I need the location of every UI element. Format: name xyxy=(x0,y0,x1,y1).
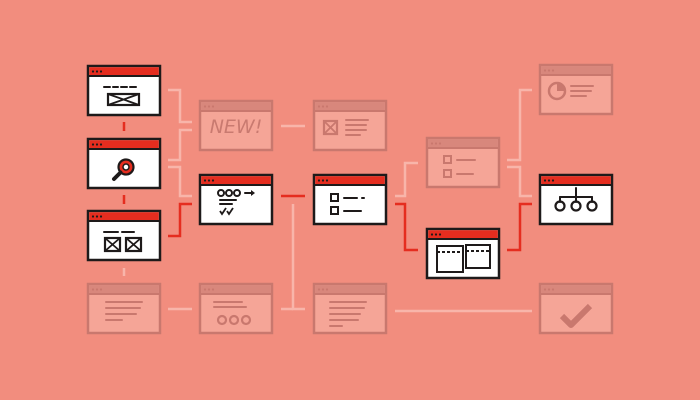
flow-window xyxy=(198,173,274,226)
checklist-window xyxy=(312,173,388,226)
wireframe-window xyxy=(86,64,162,117)
columns-window xyxy=(425,227,501,280)
faded-checklist-window xyxy=(425,136,501,189)
article-window xyxy=(312,99,388,152)
active-connectors xyxy=(122,122,532,252)
done-window xyxy=(538,282,614,335)
document-window xyxy=(312,282,388,335)
compare-window xyxy=(86,209,162,262)
faded-connectors xyxy=(122,88,532,313)
steps-window xyxy=(198,282,274,335)
new-feature-window xyxy=(198,99,274,152)
chart-window xyxy=(538,63,614,116)
new-badge-text: NEW! xyxy=(210,116,263,138)
notes-window xyxy=(86,282,162,335)
hierarchy-window xyxy=(538,173,614,226)
search-window xyxy=(86,137,162,190)
